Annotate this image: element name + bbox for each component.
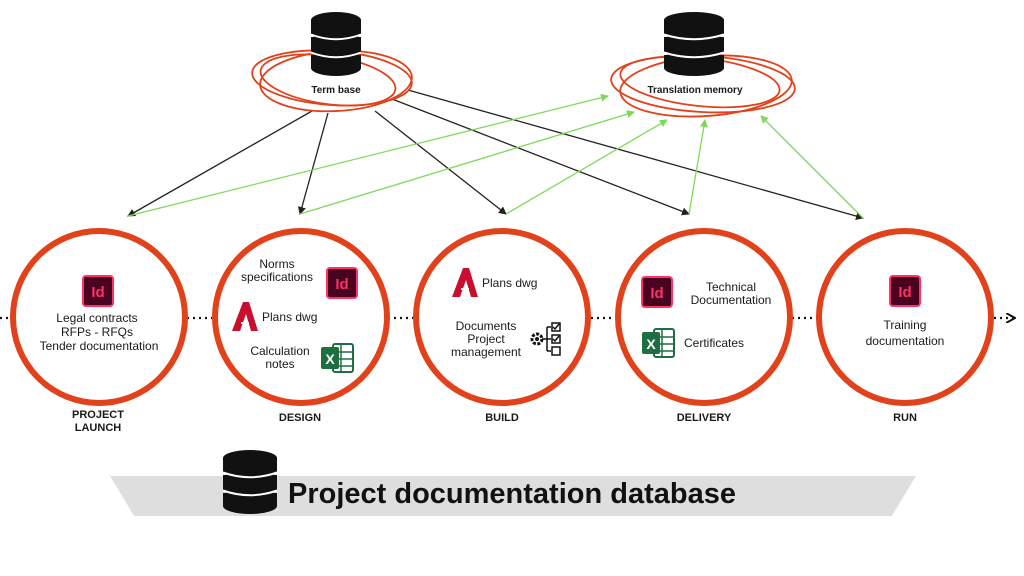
arrow-build-to-tm (505, 119, 668, 215)
phase-delivery-item: Technical Documentation (690, 280, 772, 307)
arrow-termbase-to-delivery (391, 98, 690, 216)
phase-design-title: DESIGN (278, 412, 322, 424)
phase-delivery-circle (615, 228, 793, 406)
arrow-delivery-to-tm (688, 119, 708, 215)
phase-launch-item: Legal contracts (56, 311, 138, 325)
phase-design-item: Norms specifications (240, 257, 314, 284)
autocad-icon (452, 268, 478, 297)
phase-launch-item: RFPs - RFQs (61, 325, 133, 339)
phase-design-item: Plans dwg (262, 310, 318, 324)
phase-run-title: RUN (893, 412, 917, 424)
translation-memory-label: Translation memory (647, 85, 743, 96)
svg-text:X: X (325, 351, 335, 367)
svg-text:Id: Id (335, 276, 348, 293)
indesign-icon: Id (641, 276, 673, 308)
indesign-icon: Id (82, 275, 114, 307)
svg-text:Id: Id (898, 284, 911, 301)
arrow-termbase-to-build (374, 110, 507, 215)
indesign-icon: Id (889, 275, 921, 307)
term-base-label: Term base (311, 85, 361, 96)
svg-text:Id: Id (650, 285, 663, 302)
project-management-icon (530, 322, 561, 356)
arrow-design-to-tm (299, 110, 635, 215)
term-base-arrows (127, 89, 864, 220)
phase-build-title: BUILD (485, 412, 519, 424)
phase-launch-item: Tender documentation (39, 339, 159, 353)
database-icon (222, 450, 278, 514)
translation-memory-arrows (127, 93, 864, 219)
arrow-launch-to-tm (127, 93, 609, 217)
phase-build-item: Plans dwg (482, 276, 538, 290)
arrow-termbase-to-run (407, 89, 864, 220)
phase-design-circle (212, 228, 390, 406)
phase-launch-circle (10, 228, 188, 406)
svg-text:X: X (646, 336, 656, 352)
translation-memory-database-icon (663, 12, 725, 76)
phase-launch-title: PROJECT LAUNCH (72, 409, 124, 434)
excel-icon: X (642, 328, 675, 358)
phase-build-circle (413, 228, 591, 406)
phase-design-item: Calculation notes (250, 344, 310, 371)
autocad-icon (232, 302, 258, 331)
arrow-termbase-to-design (298, 112, 329, 215)
phase-build-item: Documents Project management (450, 319, 522, 359)
excel-icon: X (321, 343, 354, 373)
term-base-database-icon (310, 12, 362, 76)
phase-delivery-item: Certificates (684, 336, 745, 350)
arrow-run-to-tm (760, 115, 864, 219)
phase-delivery-title: DELIVERY (676, 412, 732, 424)
svg-text:Id: Id (91, 284, 104, 301)
footer-title: Project documentation database (288, 478, 736, 510)
phase-run-circle (816, 228, 994, 406)
phase-run-item: Training documentation (865, 318, 945, 348)
arrow-termbase-to-launch (127, 110, 313, 217)
indesign-icon: Id (326, 267, 358, 299)
